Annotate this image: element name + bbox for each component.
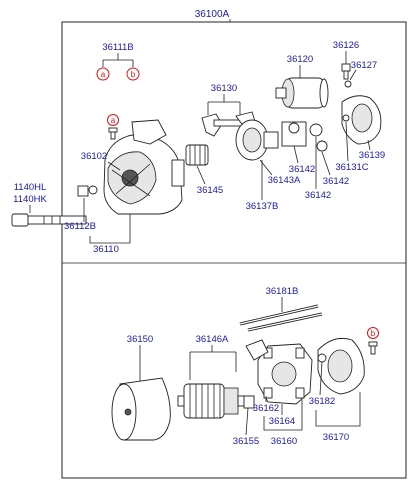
nut-36126-part (341, 63, 351, 80)
leader-36155 (245, 407, 249, 436)
label-36143A[interactable]: 36143A (268, 175, 301, 186)
label-36110[interactable]: 36110 (93, 244, 119, 255)
ref-b-label-2: b (371, 329, 376, 338)
leader-36145 (196, 165, 206, 185)
label-36127[interactable]: 36127 (351, 60, 377, 71)
label-1140HL[interactable]: 1140HL (14, 182, 47, 193)
label-36120[interactable]: 36120 (287, 54, 313, 65)
gear-cover-part (341, 95, 382, 145)
ref-a-label: a (101, 70, 106, 79)
small-screw-icon (108, 127, 118, 140)
leader-36142-a (293, 145, 299, 164)
leader-36110 (89, 214, 131, 244)
label-36137B[interactable]: 36137B (246, 201, 279, 212)
label-36139[interactable]: 36139 (359, 150, 385, 161)
planetary-gear-set-part (281, 121, 328, 152)
leader-36170 (315, 392, 361, 427)
front-housing-part (103, 119, 185, 215)
label-36126[interactable]: 36126 (333, 40, 359, 51)
label-36150[interactable]: 36150 (127, 334, 153, 345)
seal-ring-part (342, 114, 350, 122)
label-36146A[interactable]: 36146A (196, 334, 229, 345)
label-36142-b[interactable]: 36142 (323, 176, 349, 187)
label-36170[interactable]: 36170 (323, 432, 349, 443)
assembly-label-36100A[interactable]: 36100A (195, 9, 230, 20)
label-36182[interactable]: 36182 (309, 396, 335, 407)
leader-36146A (189, 345, 237, 380)
ref-b-circle-2 (367, 327, 379, 339)
label-1140HK[interactable]: 1140HK (13, 194, 47, 205)
magnetic-switch-part (275, 77, 329, 109)
assembly-frame (61, 21, 407, 479)
brush-plate-part (243, 339, 269, 409)
overrunning-clutch-part (235, 119, 279, 161)
bush-part (77, 185, 98, 197)
screw-36170-part (368, 341, 378, 355)
label-36162[interactable]: 36162 (253, 403, 279, 414)
label-36130[interactable]: 36130 (211, 83, 237, 94)
label-36142-c[interactable]: 36142 (305, 190, 331, 201)
brush-holder-part (257, 343, 313, 405)
leader-36160 (263, 400, 303, 431)
label-36145[interactable]: 36145 (197, 185, 223, 196)
rear-bracket-part (317, 337, 365, 395)
ref-a-circle-2 (107, 114, 119, 126)
label-36142-a[interactable]: 36142 (289, 164, 315, 175)
ref-a-label-2: a (111, 116, 116, 125)
leader-36111B (102, 53, 134, 67)
yoke-part (111, 377, 171, 441)
label-36111B[interactable]: 36111B (102, 42, 133, 53)
through-bolts-part (239, 304, 323, 332)
pinion-gear-part (185, 144, 209, 166)
armature-part (177, 383, 255, 419)
washer-36127-part (344, 80, 352, 88)
leader-36102 (107, 161, 121, 171)
ref-a-circle (96, 67, 110, 81)
through-bolt-part (11, 213, 87, 227)
label-36181B[interactable]: 36181B (266, 286, 299, 297)
ref-b-circle (126, 67, 140, 81)
leader-36127 (349, 69, 357, 81)
leader-36131C (345, 121, 349, 162)
label-36102[interactable]: 36102 (81, 151, 107, 162)
label-36155[interactable]: 36155 (233, 436, 259, 447)
label-36164[interactable]: 36164 (269, 416, 295, 427)
leader-36182 (319, 361, 323, 396)
leader-36130 (207, 94, 241, 118)
label-36131C[interactable]: 36131C (335, 162, 368, 173)
label-36160[interactable]: 36160 (271, 436, 297, 447)
leader-36142-b (321, 151, 331, 176)
label-36112B[interactable]: 36112B (64, 221, 96, 232)
ref-b-label: b (131, 70, 136, 79)
leader-36139 (367, 139, 371, 151)
